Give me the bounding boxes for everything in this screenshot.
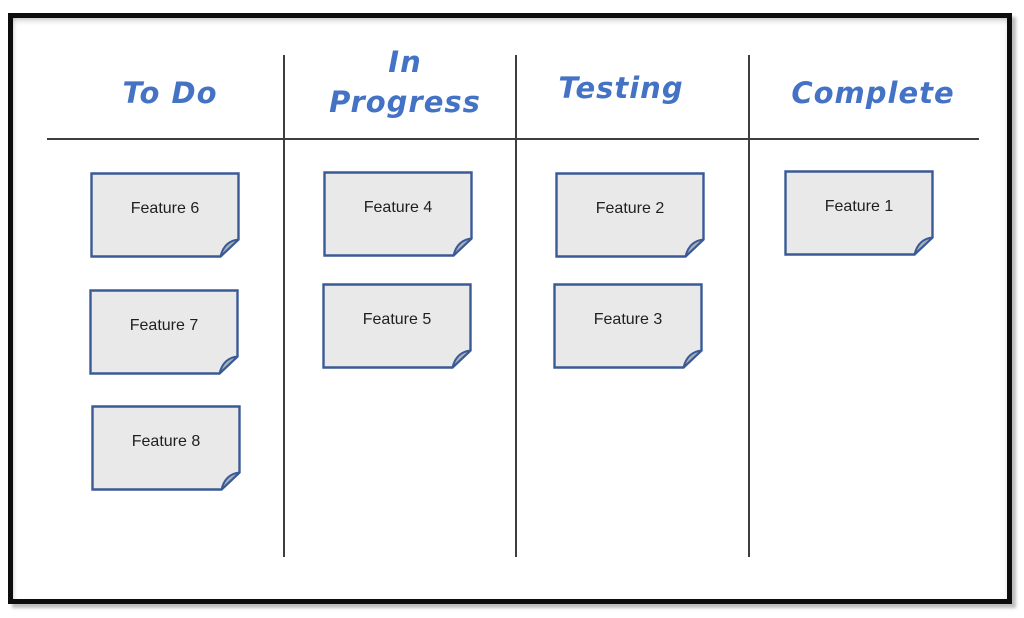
folded-note-shape xyxy=(90,172,240,258)
column-header-in-progress: In Progress xyxy=(295,42,515,122)
card-label: Feature 2 xyxy=(595,200,665,217)
kanban-card[interactable]: Feature 7 xyxy=(89,289,239,375)
card-label: Feature 8 xyxy=(131,433,201,450)
card-label: Feature 7 xyxy=(129,317,199,334)
header-underline xyxy=(47,138,979,140)
card-label: Feature 4 xyxy=(363,199,433,216)
folded-note-shape xyxy=(322,283,472,369)
kanban-card[interactable]: Feature 3 xyxy=(553,283,703,369)
column-header-label: Testing xyxy=(558,71,684,105)
card-label: Feature 5 xyxy=(362,311,432,328)
column-divider-2 xyxy=(515,55,517,557)
column-header-complete: Complete xyxy=(763,73,983,113)
column-header-label-line1: In xyxy=(388,45,422,79)
kanban-card[interactable]: Feature 6 xyxy=(90,172,240,258)
folded-note-shape xyxy=(323,171,473,257)
card-label: Feature 1 xyxy=(824,198,894,215)
folded-note-shape xyxy=(91,405,241,491)
card-label: Feature 3 xyxy=(593,311,663,328)
column-header-todo: To Do xyxy=(60,73,280,113)
column-divider-1 xyxy=(283,55,285,557)
card-label: Feature 6 xyxy=(130,200,200,217)
kanban-card[interactable]: Feature 8 xyxy=(91,405,241,491)
column-header-label: Complete xyxy=(791,76,955,110)
kanban-card[interactable]: Feature 4 xyxy=(323,171,473,257)
column-header-label-line2: Progress xyxy=(329,85,481,119)
folded-note-shape xyxy=(553,283,703,369)
folded-note-shape xyxy=(89,289,239,375)
folded-note-shape xyxy=(784,170,934,256)
whiteboard-frame: To Do In Progress Testing Complete Featu… xyxy=(8,13,1012,604)
kanban-card[interactable]: Feature 1 xyxy=(784,170,934,256)
folded-note-shape xyxy=(555,172,705,258)
column-header-testing: Testing xyxy=(511,68,731,108)
kanban-card[interactable]: Feature 2 xyxy=(555,172,705,258)
kanban-card[interactable]: Feature 5 xyxy=(322,283,472,369)
column-header-label: To Do xyxy=(122,76,218,110)
column-divider-3 xyxy=(748,55,750,557)
